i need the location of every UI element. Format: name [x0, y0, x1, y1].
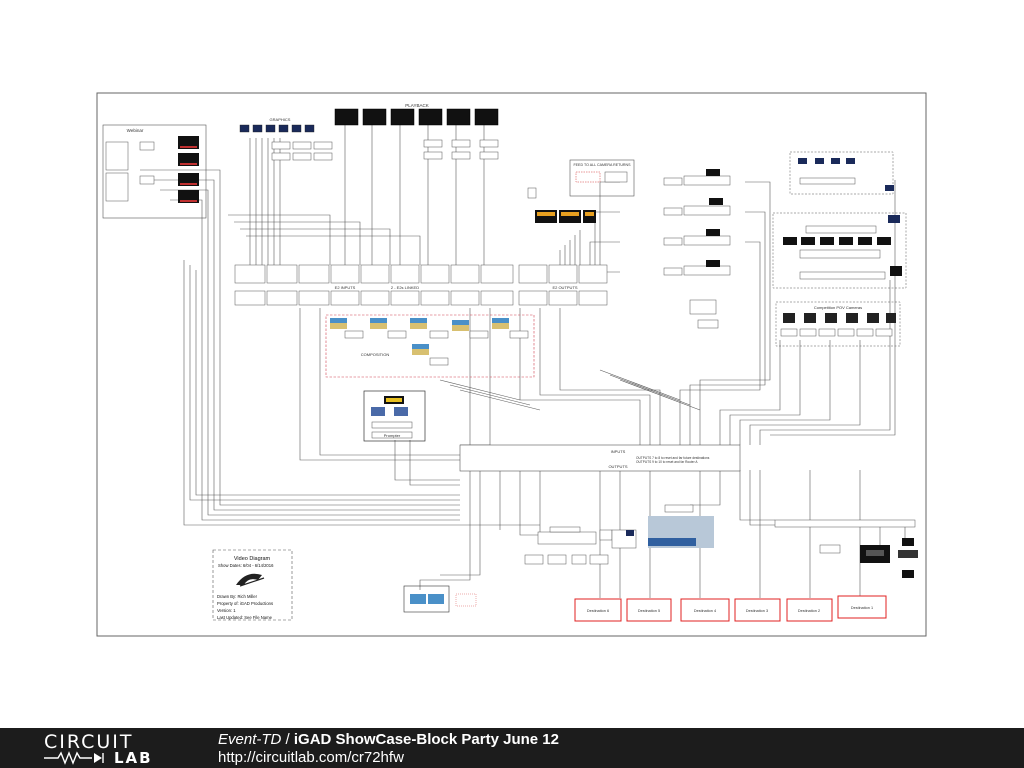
webinar-label: Webinar [127, 128, 144, 133]
cable-runs [140, 125, 906, 598]
bottom-mid-screen-2 [428, 594, 444, 604]
truck-highlight [648, 538, 696, 546]
e2-inputs-label: E2 INPUTS [335, 285, 356, 290]
destinations: Destination 6 Destination 5 Destination … [574, 595, 887, 622]
router-inputs-label: INPUTS [611, 449, 626, 454]
info-show-dates: Show Dates: 6/04 - 6/14/2016 [218, 563, 274, 568]
lower-middle-laptop [626, 530, 634, 536]
info-version: Version: 1 [217, 608, 236, 613]
destination-label: Destination 1 [851, 606, 873, 610]
graphics-laptops [239, 124, 315, 133]
destination-label: Destination 4 [694, 609, 716, 613]
destination-label: Destination 3 [746, 609, 768, 613]
resistor-wave-icon [44, 751, 104, 765]
destination-box [626, 598, 672, 622]
e2-input-row [234, 264, 608, 284]
destination-box [734, 598, 781, 622]
logo-text-top: CIRCUIT [44, 731, 134, 753]
remote-box [789, 151, 894, 195]
router-note-2: OUTPUTS 9 to 10 to reset and far Router … [636, 460, 698, 464]
webinar-devices [105, 136, 199, 203]
footer-bar: CIRCUIT LAB Event-TD / iGAD ShowCase-Blo… [0, 728, 1024, 768]
graphics-label: GRAPHICS [270, 117, 291, 122]
circuit-owner-link[interactable]: Event-TD [218, 731, 282, 748]
camera-icons [706, 169, 723, 267]
remote-laptops [798, 158, 894, 191]
lower-right-devices [819, 538, 918, 578]
destination-label: Destination 5 [638, 609, 660, 613]
composition-label: COMPOSITION [361, 352, 390, 357]
sheet-border [96, 92, 927, 637]
router-group-box [772, 212, 907, 289]
router-note-1: OUTPUTS 7 to 8 to reset and far future d… [636, 456, 710, 460]
info-box [212, 549, 293, 621]
pov-converters [780, 328, 893, 337]
converter-boxes [271, 139, 499, 161]
composition-box [325, 314, 535, 378]
webinar-box [102, 124, 207, 219]
feed-returns-highlight [575, 171, 601, 183]
circuit-url-link[interactable]: http://circuitlab.com/cr72hfw [218, 749, 404, 766]
feed-returns-device [604, 171, 628, 183]
destination-box [680, 598, 730, 622]
pov-cameras [783, 313, 896, 323]
bottom-mid-note [455, 593, 477, 607]
destination-box [574, 598, 622, 622]
logo-text-bottom: LAB [114, 749, 153, 767]
router-outputs-label: OUTPUTS [608, 464, 627, 469]
prompter-box [363, 390, 426, 442]
prompter-devices [371, 396, 413, 439]
feed-returns-box [569, 159, 635, 197]
bottom-mid-screen-1 [410, 594, 426, 604]
circuitlab-logo[interactable]: CIRCUIT LAB [44, 732, 174, 766]
info-title: Video Diagram [234, 556, 271, 562]
circuit-title: Event-TD / iGAD ShowCase-Block Party Jun… [218, 731, 559, 749]
playback-label: PLAYBACK [405, 103, 428, 108]
router-frame [459, 444, 741, 472]
pov-label: Competition POV Cameras [814, 305, 862, 310]
destination-box [786, 598, 833, 622]
bottom-mid-box [403, 585, 450, 613]
destination-box [837, 595, 887, 619]
destination-label: Destination 2 [798, 609, 820, 613]
e2-linked-label: 2 - E2s LINKED [391, 285, 419, 290]
prompter-label: Prompter [384, 433, 401, 438]
playback-monitors [334, 108, 499, 126]
composition-converters [344, 330, 529, 366]
circuit-name[interactable]: iGAD ShowCase-Block Party June 12 [293, 731, 559, 748]
title-separator: / [281, 731, 294, 748]
video-diagram-canvas: PLAYBACK GRAPHICS Webinar FEED TO ALL CA… [96, 92, 927, 637]
mid-right-devices [527, 187, 719, 329]
destination-label: Destination 6 [587, 609, 609, 613]
info-last-updated: Last Updated: See File Name [217, 615, 273, 620]
graphics-screens [535, 210, 596, 223]
feed-returns-label: FEED TO ALL CAMERA RETURNS [573, 163, 631, 167]
right-bus-box [774, 519, 916, 528]
e2-output-row [234, 290, 608, 306]
info-property: Property of: iGAD Productions [217, 601, 273, 606]
router-group-devices [783, 215, 902, 280]
e2-outputs-label: E2 OUTPUTS [552, 285, 577, 290]
igad-logo [236, 573, 265, 587]
camera-chain [663, 175, 731, 276]
info-drawn-by: Drawn By: Rich Miller [217, 594, 258, 599]
remote-switch [799, 177, 856, 185]
composition-monitors [330, 318, 509, 355]
